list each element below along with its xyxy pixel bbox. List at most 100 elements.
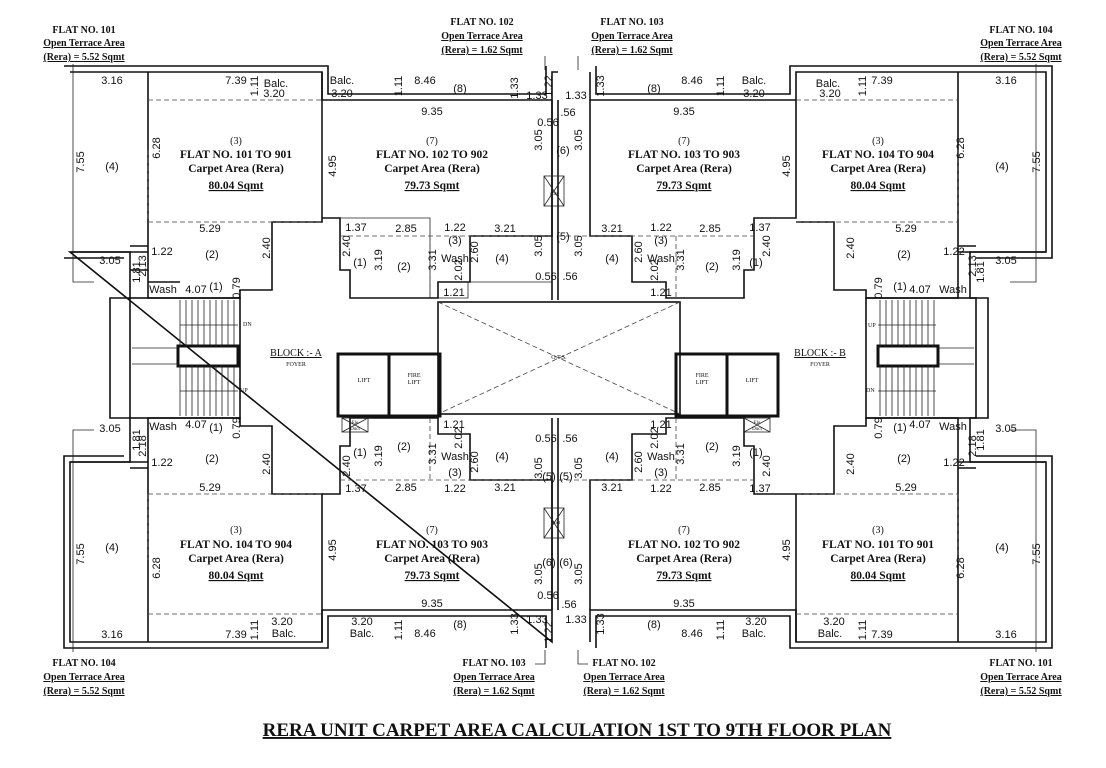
dim: 3.16: [995, 629, 1016, 641]
dim: 9.35: [673, 598, 694, 610]
dim: 7.39: [871, 75, 892, 87]
dim: 7.55: [1031, 151, 1043, 172]
dim: Wash: [939, 284, 967, 296]
dim: (5): [542, 471, 555, 483]
dim: (2): [705, 261, 718, 273]
dim: Wash: [441, 451, 469, 463]
dim: 1.21: [443, 419, 464, 431]
dim: 2.85: [395, 223, 416, 235]
dim: 3.05: [533, 129, 545, 150]
flat-tl-label: Carpet Area (Rera): [188, 163, 284, 175]
terrace-tr-area: (Rera) = 5.52 Sqmt: [980, 52, 1062, 63]
terrace-br-area: (Rera) = 5.52 Sqmt: [980, 686, 1062, 697]
duct-bottom-label: duct: [552, 521, 561, 526]
plan-title: RERA UNIT CARPET AREA CALCULATION 1ST TO…: [263, 720, 892, 741]
dim: 6.28: [955, 557, 967, 578]
duct-top-label: duct: [550, 192, 559, 197]
dim: 3.20: [819, 88, 840, 100]
dim: 1.33: [526, 614, 547, 626]
ele-b-label: Ele: [754, 421, 761, 426]
dim: 3.05: [533, 235, 545, 256]
dim: (8): [453, 83, 466, 95]
dim: 1.81: [131, 429, 143, 450]
dim: 1.81: [975, 261, 987, 282]
foyer-a-label: FOYER: [286, 362, 306, 368]
dim: Balc.: [350, 628, 374, 640]
dim: 2.60: [633, 241, 645, 262]
dim: Wash: [647, 451, 675, 463]
dim: 3.31: [675, 443, 687, 464]
dim: 2.40: [341, 455, 353, 476]
terrace-bl-area: (Rera) = 5.52 Sqmt: [43, 686, 125, 697]
dim: 6.28: [151, 137, 163, 158]
dim: 1.11: [249, 76, 261, 97]
dim: Wash: [149, 284, 177, 296]
dim: (2): [397, 441, 410, 453]
flat-br-area: 80.04 Sqmt: [851, 570, 906, 582]
dim: 7.39: [225, 629, 246, 641]
dimensions: 3.16 7.39 Balc. 3.20 Balc. 3.20 8.46 (8)…: [99, 75, 1016, 641]
dim: 2.60: [469, 451, 481, 472]
dim: 3.31: [675, 249, 687, 270]
flat-bm1-name: FLAT NO. 103 TO 903: [376, 539, 488, 551]
flat-bl-room: (3): [230, 525, 242, 536]
flat-tm1-area: 79.73 Sqmt: [405, 180, 460, 192]
dim: (4): [995, 542, 1008, 554]
dim: Wash: [441, 253, 469, 265]
dim: .56: [561, 599, 576, 611]
terrace-tl-flat: FLAT NO. 101: [52, 25, 115, 36]
block-a-label: BLOCK :- A: [270, 348, 322, 359]
terrace-bl-heading: Open Terrace Area: [43, 672, 124, 683]
dim: 5.29: [199, 482, 220, 494]
dim: .56: [562, 433, 577, 445]
leaders: [72, 56, 1037, 665]
dim: (3): [448, 235, 461, 247]
dim: 1.21: [650, 419, 671, 431]
dim: 1.22: [444, 483, 465, 495]
ele-duct-a-label: Duct: [350, 427, 360, 432]
dim: 3.20: [351, 616, 372, 628]
dim: 3.20: [271, 616, 292, 628]
dim: (4): [605, 253, 618, 265]
dim: Balc.: [816, 78, 840, 90]
flat-tl-name: FLAT NO. 101 TO 901: [180, 149, 292, 161]
dim: 7.55: [75, 543, 87, 564]
dim: 0.79: [873, 277, 885, 298]
dim: Balc.: [742, 75, 766, 87]
dim: 2.02: [649, 259, 661, 280]
foyer-b-label: FOYER: [810, 362, 830, 368]
dim: 2.13: [967, 255, 979, 276]
flat-tm2-label: Carpet Area (Rera): [636, 163, 732, 175]
dim: 1.21: [443, 287, 464, 299]
terrace-tm2-area: (Rera) = 1.62 Sqmt: [591, 45, 673, 56]
dim: 1.22: [151, 457, 172, 469]
dim: 2.02: [453, 427, 465, 448]
dim: 4.07: [185, 284, 206, 296]
dim: 1.22: [151, 246, 172, 258]
dim: 1.37: [345, 222, 366, 234]
dim: (1): [353, 257, 366, 269]
dim: (1): [893, 281, 906, 293]
flat-tm1-label: Carpet Area (Rera): [384, 163, 480, 175]
dim: 3.19: [731, 249, 743, 270]
dim: 1.11: [393, 620, 405, 641]
dim: 0.56: [535, 271, 556, 283]
dim: 3.16: [995, 75, 1016, 87]
dim: 1.11: [249, 620, 261, 641]
dim: 5.29: [895, 223, 916, 235]
dim: (2): [897, 249, 910, 261]
dim: 3.05: [573, 129, 585, 150]
dim: 0.56: [535, 433, 556, 445]
dim: 4.95: [327, 539, 339, 560]
dim: 3.20: [745, 616, 766, 628]
dim: (3): [654, 467, 667, 479]
flat-tl-area: 80.04 Sqmt: [209, 180, 264, 192]
dim: Balc.: [818, 628, 842, 640]
terrace-tm1-area: (Rera) = 1.62 Sqmt: [441, 45, 523, 56]
dim: 1.33: [565, 90, 586, 102]
dim: 2.18: [967, 435, 979, 456]
dim: 2.40: [261, 237, 273, 258]
dim: 0.56: [537, 590, 558, 602]
terrace-bm2-heading: Open Terrace Area: [583, 672, 664, 683]
